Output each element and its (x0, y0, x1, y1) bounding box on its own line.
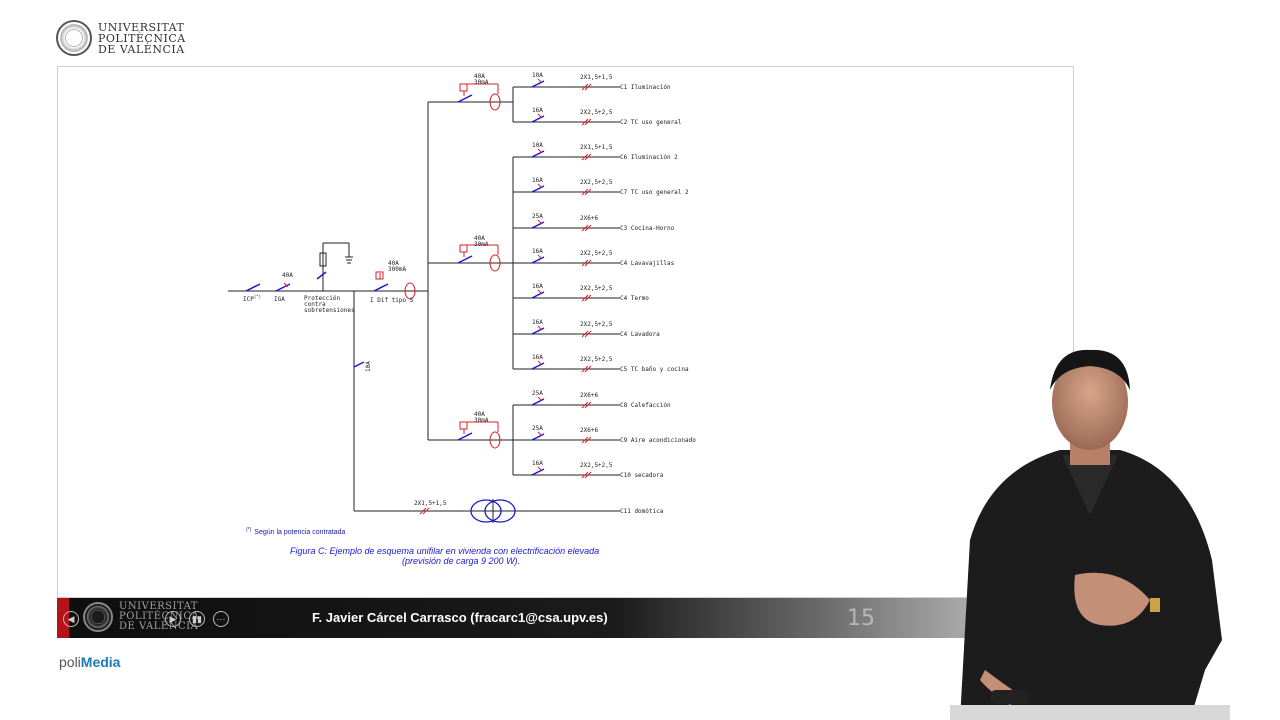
circuit-breaker-rating: 25A (532, 390, 543, 397)
bar-logo-line-1: UNIVERSITAT (119, 601, 198, 612)
upv-logo: UNIVERSITAT POLITÈCNICA DE VALÈNCIA (56, 18, 186, 58)
circuit-cable: 2X1,5+1,5 (580, 74, 613, 81)
rcd1-rating-2: 30mA (474, 79, 489, 86)
circuit-cable: 2X2,5+2,5 (580, 179, 613, 186)
circuit-row: 16A 2X2,5+2,5 C4 Lavavajillas (513, 248, 675, 267)
icp-label: ICP(*) (243, 294, 261, 303)
circuit-cable: 2X6+6 (580, 215, 598, 222)
circuit-cable: 2X2,5+2,5 (580, 109, 613, 116)
circuit-row: 16A 2X2,5+2,5 C7 TC uso general 2 (513, 177, 689, 196)
circuit-name: C8 Calefacción (620, 402, 671, 409)
circuit-breaker-rating: 16A (532, 460, 543, 467)
circuit-row: 25A 2X6+6 C9 Aire acondicionado (513, 425, 696, 444)
circuit-name: C4 Termo (620, 295, 649, 302)
circuit-row: 16A 2X2,5+2,5 C4 Lavadora (513, 319, 660, 338)
circuit-name: C5 TC baño y cocina (620, 366, 689, 373)
rcd1-rating-1: 40A (474, 73, 485, 80)
surge-label-1: Protección (304, 295, 341, 302)
upv-logo-text: UNIVERSITAT POLITÈCNICA DE VALÈNCIA (98, 22, 186, 55)
brand-part-1: poli (59, 654, 81, 670)
logo-line-1: UNIVERSITAT (98, 20, 185, 34)
circuit-row: 16A 2X2,5+2,5 C5 TC baño y cocina (513, 354, 689, 373)
idif-label: I Dif tipo S (370, 297, 414, 304)
idif-rating-1: 40A (388, 260, 399, 267)
circuit-name: C4 Lavadora (620, 331, 660, 338)
figure-caption-1: Figura C: Ejemplo de esquema unifilar en… (290, 546, 599, 556)
figure-caption-2: (previsión de carga 9 200 W). (402, 556, 520, 566)
iga-label: IGA (274, 296, 285, 303)
circuit-cable: 2X2,5+2,5 (580, 285, 613, 292)
circuit-cable: 2X6+6 (580, 392, 598, 399)
circuit-cable: 2X6+6 (580, 427, 598, 434)
upv-seal-icon (56, 20, 92, 56)
bar-upv-seal-icon (83, 602, 113, 632)
c11-name: C11 domótica (620, 508, 664, 515)
rcd3-rating-1: 40A (474, 411, 485, 418)
bottom-bar: UNIVERSITAT POLITÈCNICA DE VALÈNCIA ◀ ▶ … (57, 598, 1074, 638)
circuit-breaker-rating: 25A (532, 213, 543, 220)
prev-icon[interactable]: ◀ (63, 611, 79, 627)
polimedia-logo: poliMedia (59, 654, 120, 670)
circuit-name: C4 Lavavajillas (620, 260, 675, 267)
circuit-row: 10A 2X1,5+1,5 C6 Iluminación 2 (513, 142, 678, 161)
author-credit: F. Javier Cárcel Carrasco (fracarc1@csa.… (312, 610, 608, 625)
circuit-name: C3 Cocina-Horno (620, 225, 675, 232)
circuit-breaker-rating: 16A (532, 354, 543, 361)
circuit-row: 10A 2X1,5+1,5 C1 Iluminación (513, 72, 671, 91)
logo-line-2: POLITÈCNICA (98, 31, 186, 45)
surge-label-2: contra (304, 301, 326, 308)
circuit-breaker-rating: 16A (532, 283, 543, 290)
logo-line-3: DE VALÈNCIA (98, 42, 185, 56)
circuit-cable: 2X2,5+2,5 (580, 250, 613, 257)
slide-number: 15 (847, 606, 875, 631)
rcd2-rating-2: 30mA (474, 241, 489, 248)
circuit-row: 16A 2X2,5+2,5 C4 Termo (513, 283, 649, 302)
rcd2-rating-1: 40A (474, 235, 485, 242)
more-icon[interactable]: ⋯ (213, 611, 229, 627)
presenter-video (950, 349, 1230, 720)
circuit-breaker-rating: 25A (532, 425, 543, 432)
pause-icon[interactable]: ▮▮ (189, 611, 205, 627)
circuit-name: C2 TC uso general (620, 119, 682, 126)
c11-cable: 2X1,5+1,5 (414, 500, 447, 507)
circuit-breaker-rating: 16A (532, 319, 543, 326)
bar-logo-line-3: DE VALÈNCIA (119, 621, 199, 632)
next-icon[interactable]: ▶ (165, 611, 181, 627)
iga-rating: 40A (282, 272, 293, 279)
circuit-breaker-rating: 10A (532, 142, 543, 149)
circuit-name: C7 TC uso general 2 (620, 189, 689, 196)
circuit-breaker-rating: 16A (532, 248, 543, 255)
circuit-cable: 2X2,5+2,5 (580, 356, 613, 363)
circuit-row: 25A 2X6+6 C3 Cocina-Horno (513, 213, 675, 232)
surge-label-3: sobretensiones (304, 307, 355, 314)
branch-rating: 10A (365, 361, 372, 372)
circuit-breaker-rating: 16A (532, 107, 543, 114)
bar-upv-logo: UNIVERSITAT POLITÈCNICA DE VALÈNCIA (83, 602, 199, 632)
circuit-name: C10 secadora (620, 472, 664, 479)
circuit-cable: 2X1,5+1,5 (580, 144, 613, 151)
idif-rating-2: 300mA (388, 266, 406, 273)
footnote: (*)Según la potencia contratada (246, 527, 345, 536)
circuit-name: C6 Iluminación 2 (620, 154, 678, 161)
circuit-cable: 2X2,5+2,5 (580, 462, 613, 469)
brand-part-2: Media (80, 654, 121, 670)
circuit-name: C9 Aire acondicionado (620, 437, 696, 444)
circuit-row: 25A 2X6+6 C8 Calefacción (513, 390, 671, 409)
bar-logo-text: UNIVERSITAT POLITÈCNICA DE VALÈNCIA (119, 602, 199, 632)
circuit-breaker-rating: 10A (532, 72, 543, 79)
rcd3-rating-2: 30mA (474, 417, 489, 424)
circuit-name: C1 Iluminación (620, 84, 671, 91)
bar-logo-line-2: POLITÈCNICA (119, 611, 200, 622)
circuit-cable: 2X2,5+2,5 (580, 321, 613, 328)
circuit-breaker-rating: 16A (532, 177, 543, 184)
circuit-row: 16A 2X2,5+2,5 C2 TC uso general (513, 107, 682, 126)
